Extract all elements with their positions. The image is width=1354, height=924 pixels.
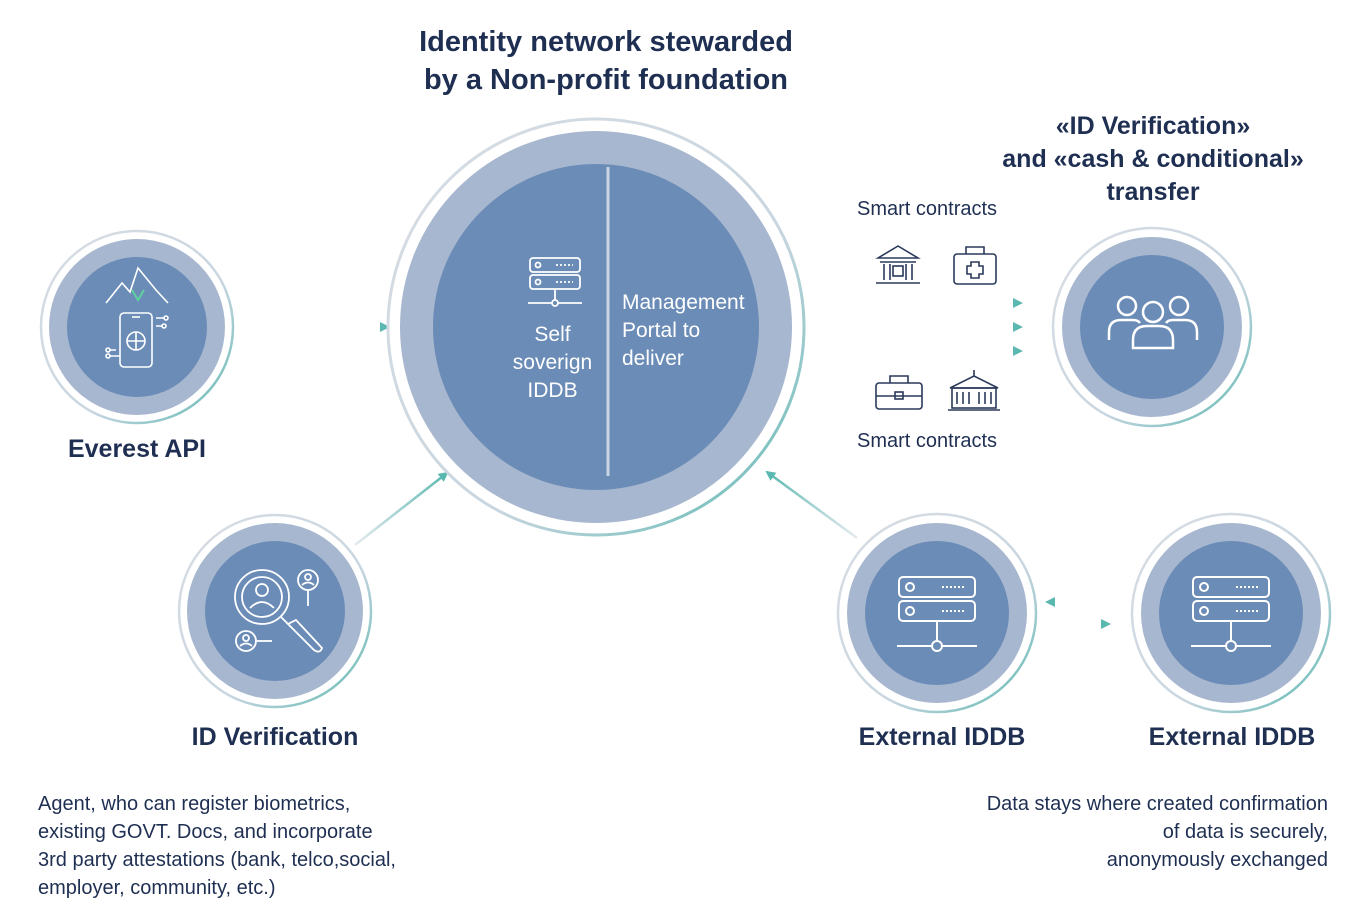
left-note: Agent, who can register biometrics, exis… bbox=[38, 793, 396, 899]
smart-contracts-bottom-label: Smart contracts bbox=[857, 430, 998, 452]
external-iddb-label-2: External IDDB bbox=[1148, 723, 1316, 751]
right-note: Data stays where created confirmation of… bbox=[986, 793, 1328, 871]
everest-api-label: Everest API bbox=[67, 435, 207, 463]
mountain-phone-globe-icon bbox=[105, 266, 169, 368]
external-iddb-node-1 bbox=[836, 512, 1038, 714]
briefcase-icon bbox=[875, 375, 923, 410]
arrows-center-to-beneficiaries bbox=[848, 298, 1023, 356]
external-iddb-node-2 bbox=[1130, 512, 1332, 714]
arrows-between-external-iddb bbox=[1045, 597, 1112, 629]
page-title: Identity network stewarded by a Non-prof… bbox=[419, 26, 793, 96]
server-network-icon bbox=[528, 257, 582, 307]
external-iddb-label-1: External IDDB bbox=[858, 723, 1026, 751]
everest-api-node bbox=[39, 229, 235, 425]
server-network-icon bbox=[897, 576, 977, 652]
people-group-icon bbox=[1107, 295, 1199, 350]
magnifier-person-icon bbox=[234, 569, 324, 653]
beneficiaries-node bbox=[1051, 226, 1253, 428]
arrow-idverif-to-center bbox=[354, 471, 449, 546]
center-right-text: Management Portal to deliver bbox=[622, 291, 745, 370]
government-building-icon bbox=[948, 370, 1000, 411]
right-heading: «ID Verification» and «cash & conditiona… bbox=[1002, 112, 1304, 206]
smart-contracts-top-label: Smart contracts bbox=[857, 198, 998, 220]
medical-kit-icon bbox=[953, 246, 997, 285]
center-hub bbox=[386, 117, 806, 537]
arrow-external-to-center bbox=[765, 470, 858, 540]
id-verification-label: ID Verification bbox=[191, 723, 359, 751]
center-left-text: Self soverign IDDB bbox=[512, 323, 593, 402]
bank-icon bbox=[875, 245, 921, 284]
server-network-icon bbox=[1191, 576, 1271, 652]
id-verification-node bbox=[177, 513, 373, 709]
